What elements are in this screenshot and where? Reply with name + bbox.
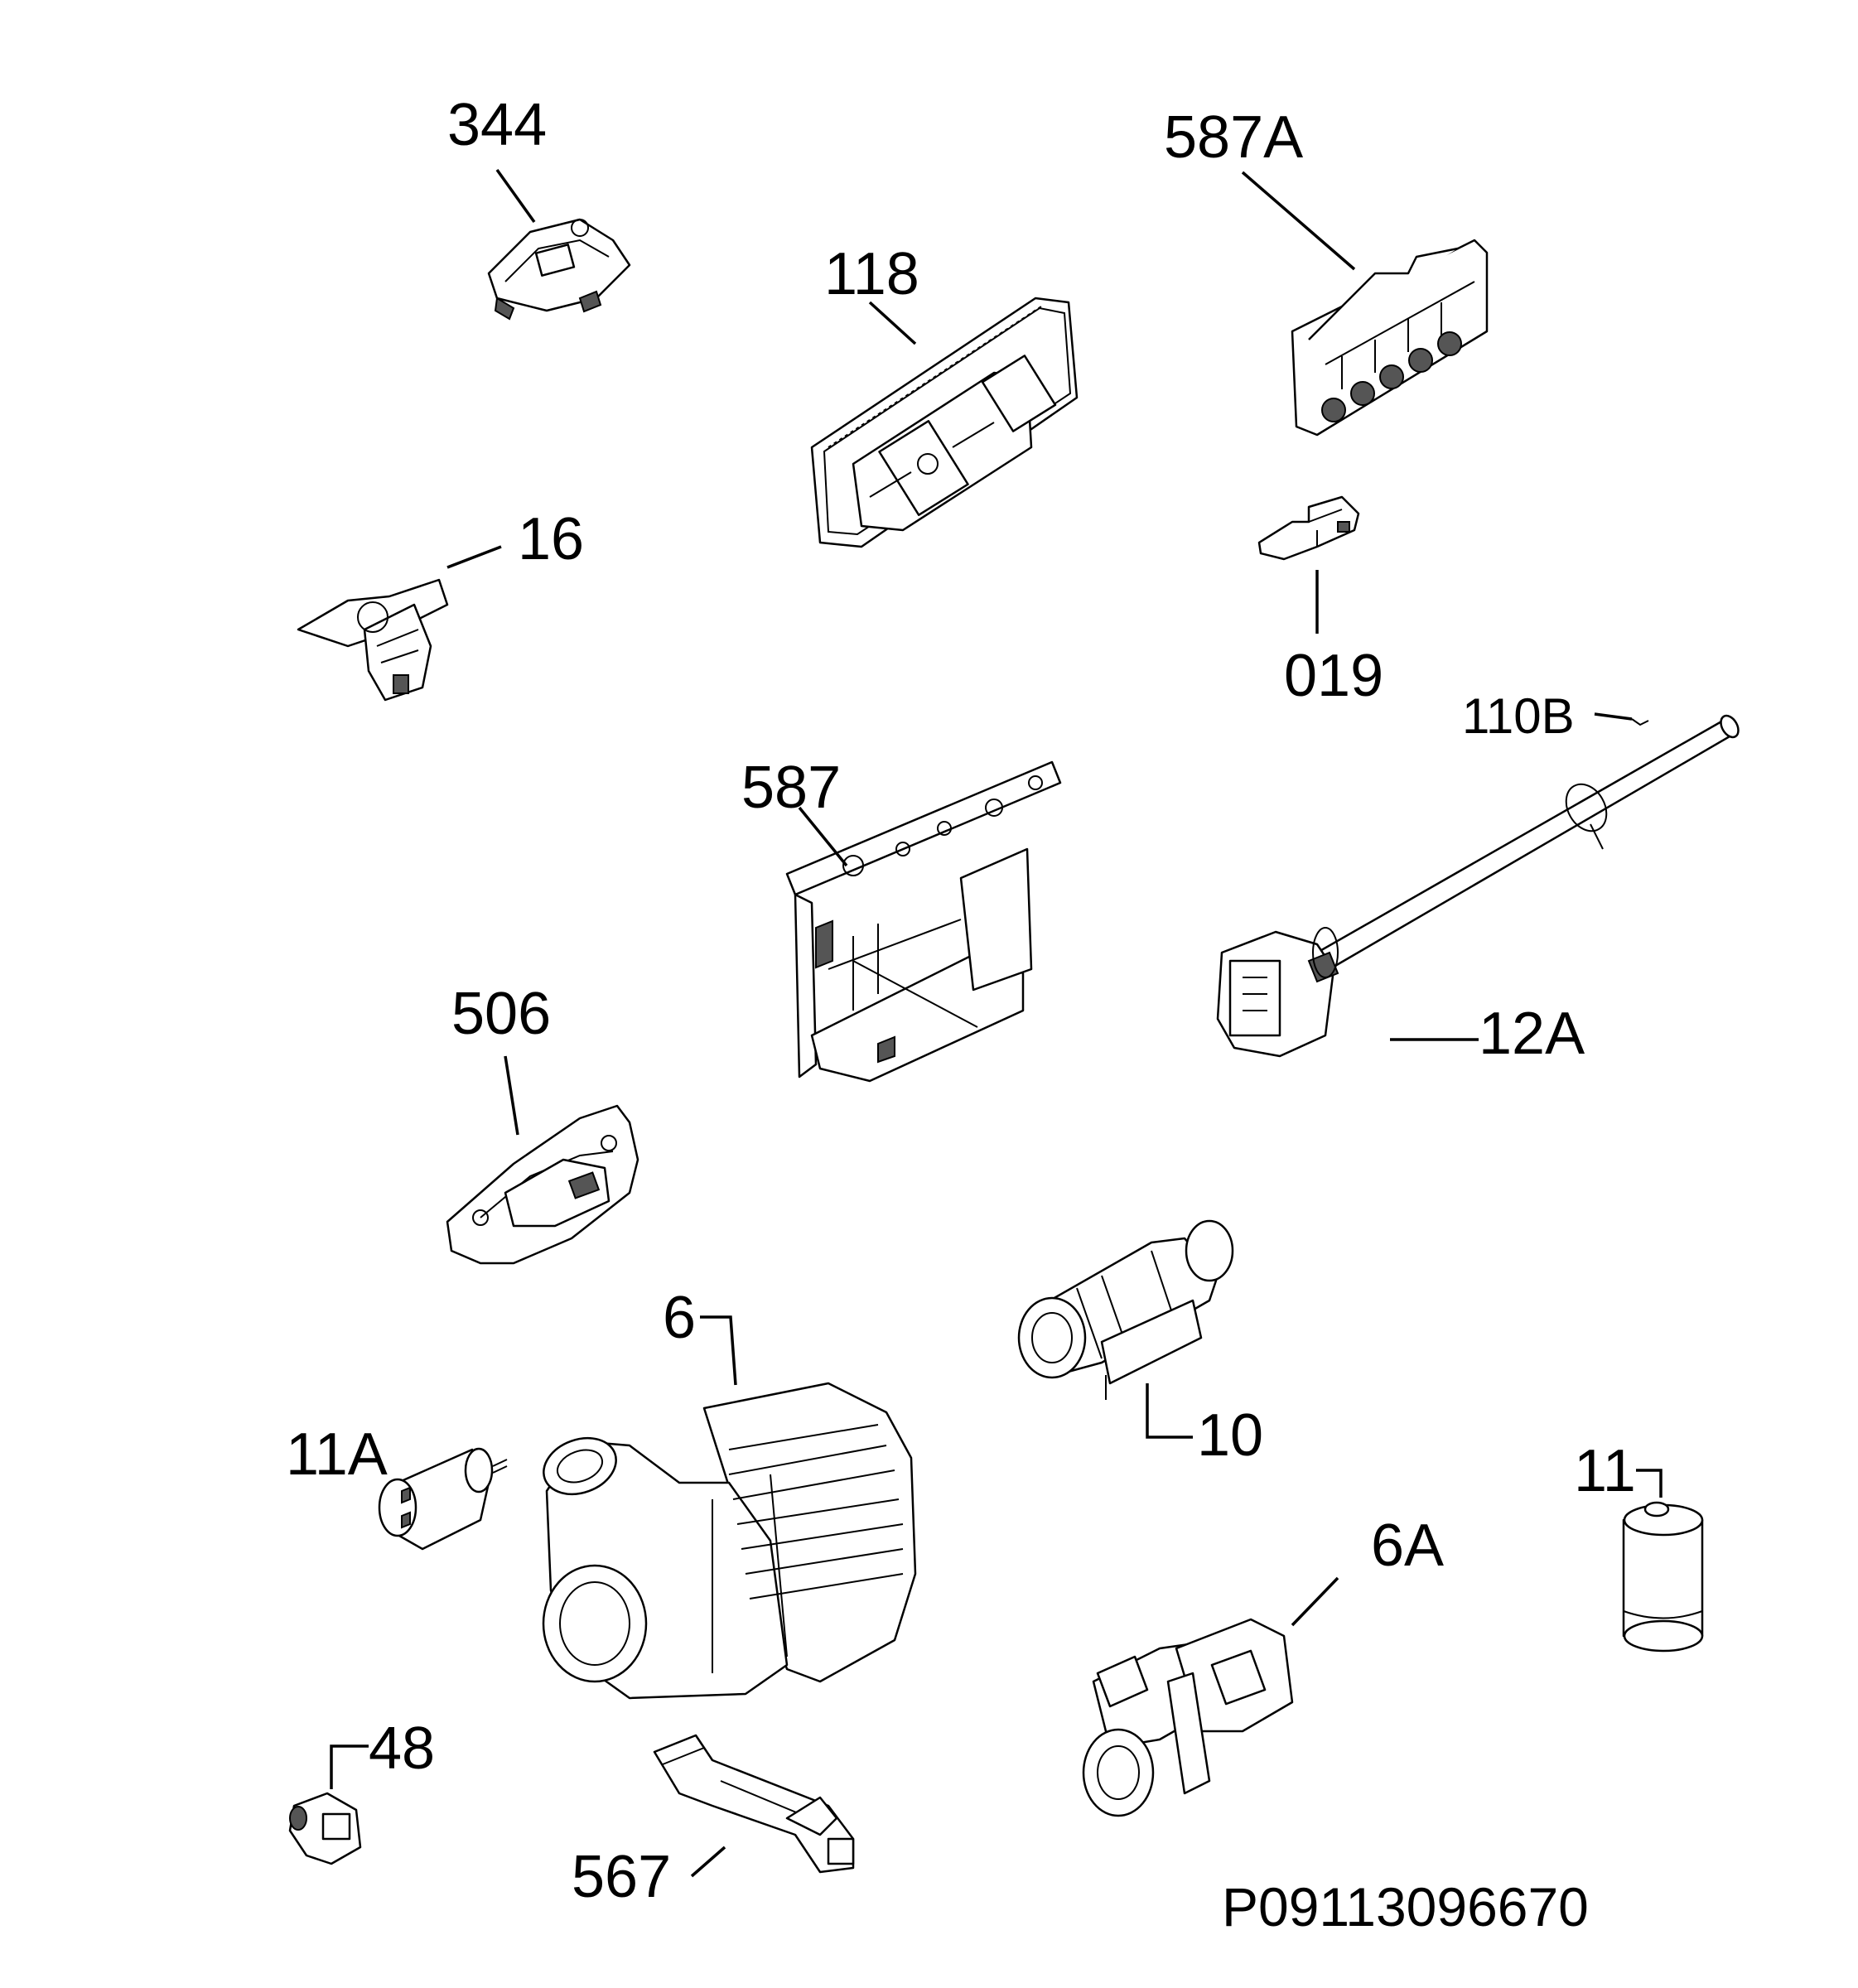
leader-48 [330,1744,369,1789]
label-12A: 12A [1479,1001,1585,1067]
label-11: 11 [1574,1438,1636,1504]
label-110B: 110B [1462,688,1575,744]
part-6 [542,1382,917,1700]
leader-587 [798,806,848,867]
part-118 [810,297,1079,548]
label-16: 16 [518,506,584,572]
label-48: 48 [369,1715,435,1782]
leader-16 [446,545,502,569]
part-344 [487,218,631,321]
label-587: 587 [741,755,841,821]
part-11 [1622,1501,1704,1653]
leader-344 [495,168,536,224]
label-567: 567 [572,1844,671,1910]
label-10: 10 [1197,1402,1263,1469]
leader-587A [1241,171,1356,271]
label-019: 019 [1284,643,1383,709]
part-019 [1257,495,1360,561]
part-11A [378,1447,508,1551]
diagram-reference-code: P09113096670 [1222,1876,1589,1937]
label-11A: 11A [286,1421,388,1488]
label-587A: 587A [1164,104,1303,171]
leader-10 [1146,1383,1193,1439]
label-6: 6 [663,1285,696,1351]
leader-567 [690,1846,726,1878]
leader-110B [1594,712,1633,721]
leader-110B-tip [1631,718,1649,726]
part-12A [1216,714,1740,1058]
part-506 [446,1104,639,1265]
leader-118 [868,301,917,345]
part-48 [288,1792,362,1865]
leader-6 [700,1315,737,1386]
label-344: 344 [447,92,547,158]
label-6A: 6A [1371,1513,1444,1579]
part-16 [297,578,449,702]
label-118: 118 [824,241,919,307]
label-506: 506 [451,981,551,1047]
leader-11 [1636,1469,1663,1498]
leader-6A [1291,1576,1339,1627]
part-10 [1017,1219,1234,1400]
leader-506 [504,1055,519,1136]
part-587A [1291,239,1489,437]
part-6A [1082,1618,1294,1817]
part-567 [653,1734,855,1874]
part-587 [785,760,1062,1083]
